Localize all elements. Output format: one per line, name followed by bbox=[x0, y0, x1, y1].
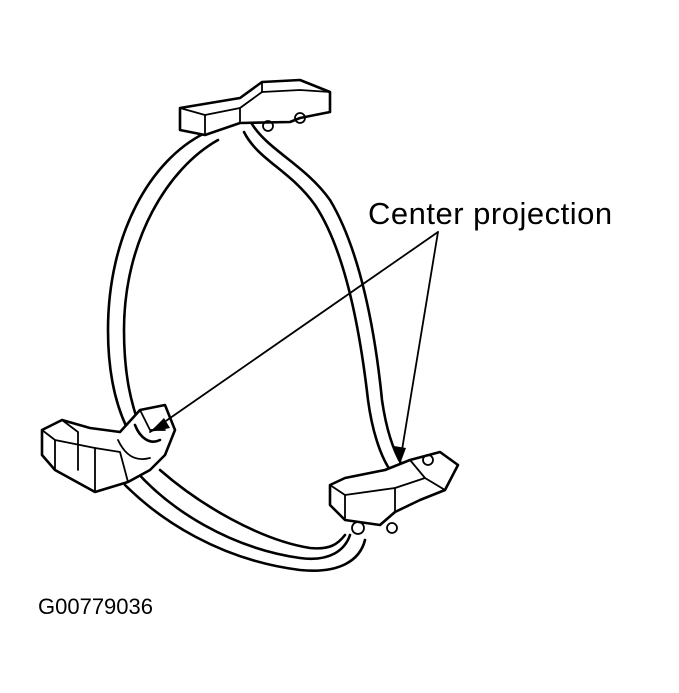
right-connector bbox=[328, 450, 460, 535]
left-connector bbox=[40, 403, 177, 494]
harness-wire-loop bbox=[106, 122, 404, 572]
center-projection-label: Center projection bbox=[368, 196, 613, 231]
leader-arrowhead-left bbox=[150, 418, 170, 432]
top-connector bbox=[178, 78, 332, 137]
figure-id-label: G00779036 bbox=[38, 594, 153, 619]
leader-arrowhead-right bbox=[394, 446, 406, 464]
callout-leaders bbox=[149, 231, 439, 464]
